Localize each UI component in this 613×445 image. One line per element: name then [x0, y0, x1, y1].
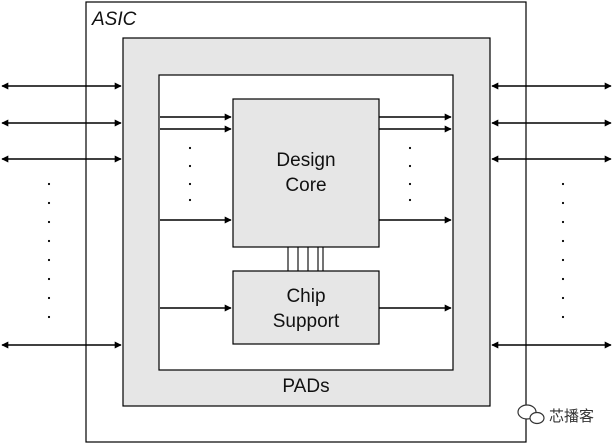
asic-label: ASIC [91, 9, 137, 30]
chip-support-label-line1: Chip [286, 286, 325, 307]
design-core-block [232, 98, 380, 248]
ellipsis-dots [47, 146, 565, 319]
chip-support-label-line2: Support [273, 311, 340, 332]
chip-support-block [232, 270, 380, 345]
right-io-arrows [491, 82, 612, 349]
left-io-arrows [1, 82, 122, 349]
watermark: 芯播客 [517, 404, 594, 425]
pads-label: PADs [282, 376, 329, 397]
core-output-arrows [379, 113, 452, 224]
watermark-text: 芯播客 [549, 407, 594, 425]
design-core-label-line2: Core [285, 175, 326, 196]
core-input-arrows [160, 113, 232, 224]
chat-bubble-icon [517, 404, 545, 425]
design-core-label-line1: Design [276, 150, 335, 171]
core-to-support-bus [287, 247, 324, 271]
